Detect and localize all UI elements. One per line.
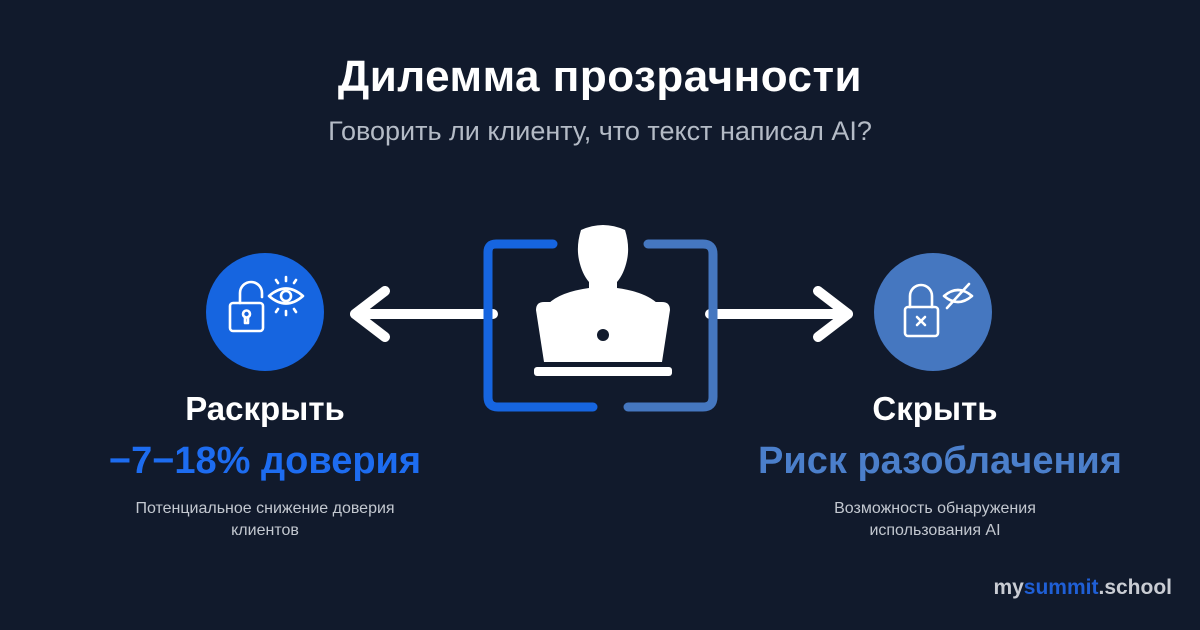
brand-accent: summit [1023, 576, 1099, 599]
hide-description: Возможность обнаружения использования AI [770, 498, 1100, 542]
disclose-title: Раскрыть [185, 390, 345, 427]
arrow-right-icon [705, 286, 853, 342]
person-at-laptop-icon [483, 225, 718, 412]
unlocked-padlock-eye-icon [228, 275, 305, 333]
hide-title: Скрыть [872, 390, 998, 427]
page-title: Дилемма прозрачности [337, 52, 863, 101]
hide-metric: Риск разоблачения [758, 440, 1122, 482]
brand-prefix: my [993, 576, 1024, 599]
disclose-description: Потенциальное снижение доверия клиентов [100, 498, 430, 542]
brand-suffix: .school [1098, 576, 1172, 599]
arrow-left-icon [350, 286, 498, 342]
locked-padlock-eye-slash-icon [903, 282, 974, 338]
disclose-metric: −7−18% доверия [108, 440, 422, 482]
disclose-description-line1: Потенциальное снижение доверия [135, 500, 395, 517]
hide-icon-circle [874, 253, 992, 371]
disclose-description-line2: клиентов [231, 522, 299, 539]
brand-logo: mysummit.school [993, 576, 1172, 600]
page-subtitle: Говорить ли клиенту, что текст написал A… [328, 116, 872, 146]
hide-description-line2: использования AI [869, 522, 1001, 539]
hide-description-line1: Возможность обнаружения [834, 500, 1036, 517]
disclose-icon-circle [206, 253, 324, 371]
